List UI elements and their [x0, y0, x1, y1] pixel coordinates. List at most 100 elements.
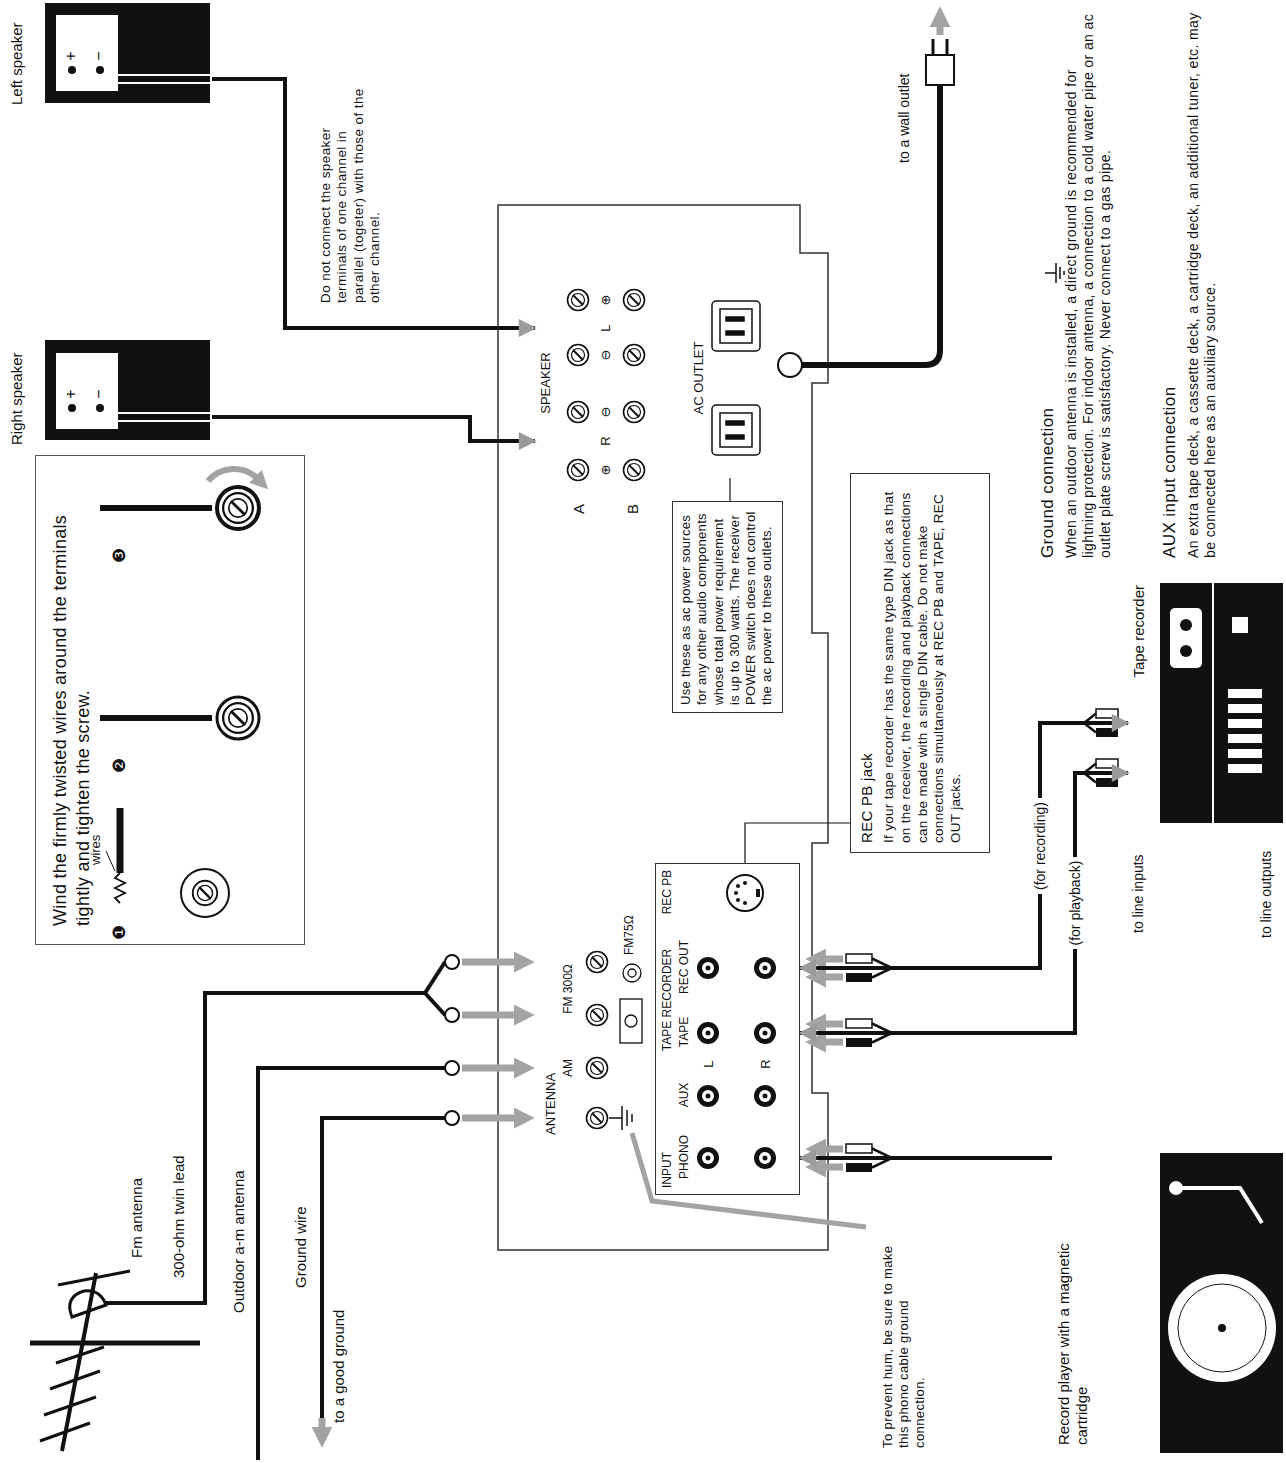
ac-outlet-block: AC OUTLET [688, 278, 768, 478]
wiring-steps [115, 873, 125, 903]
rca-plug [1096, 728, 1118, 737]
terminal-label: ANTENNA [543, 1055, 559, 1135]
terminal-label: L [701, 1057, 717, 1071]
fm-antenna [70, 1291, 106, 1317]
insert-arrow [822, 1021, 843, 1028]
ac-outlet-socket [712, 301, 760, 351]
terminal-label: ⊕ [598, 463, 614, 477]
terminal-label: ⊖ [598, 405, 614, 419]
insert-arrow [822, 1039, 843, 1046]
fm-antenna [30, 1271, 200, 1451]
insert-arrow [322, 23, 940, 1431]
note-heading: Wind the firmly twisted wires around the… [49, 474, 94, 926]
annotation: 300-ohm twin lead [170, 1128, 188, 1278]
terminal-label: Right speaker [8, 337, 26, 445]
ac-outlet-socket [712, 301, 760, 455]
wiring-steps [181, 869, 229, 917]
rca-jack [697, 1085, 719, 1107]
ground-symbol [1045, 263, 1064, 283]
annotation: An extra tape deck, a cassette deck, a c… [1185, 10, 1219, 558]
leader-line [745, 823, 850, 863]
terminal-label: INPUT [660, 1128, 675, 1188]
terminal-screw [568, 460, 589, 481]
terminal-label: B [624, 501, 642, 517]
din-jack [743, 881, 747, 885]
fm75-connector [620, 964, 642, 1043]
terminal-screw [568, 290, 645, 1129]
leader-line [729, 478, 730, 501]
ground-symbol [609, 1106, 632, 1130]
rca-plug [1096, 759, 1118, 768]
cable-label: (for recording) [1032, 798, 1049, 894]
annotation: Do not connect the speaker terminals of … [318, 88, 384, 303]
wire-lug [445, 1111, 459, 1125]
insert-arrow [822, 956, 843, 963]
tape-recorder-body [1180, 645, 1192, 657]
antenna-terminal-block: ANTENNAAMFM 300ΩFM75Ω [540, 900, 650, 1140]
terminal-screw [587, 1108, 608, 1129]
cable [212, 417, 535, 441]
section-heading: ❷ [110, 753, 131, 773]
annotation: to a wall outlet [896, 23, 913, 163]
ground-symbol [1045, 263, 1064, 283]
din-jack [736, 898, 740, 902]
wire-lug [445, 955, 459, 969]
tape-recorder-body [1160, 583, 1283, 823]
rca-jack [754, 1147, 776, 1169]
antenna-wires [258, 1068, 445, 1460]
terminal-label: − [89, 387, 109, 401]
annotation: wires [88, 815, 104, 865]
insert-arrow [822, 1146, 843, 1153]
rca-jack [697, 1022, 719, 1044]
rca-plug [872, 959, 892, 1168]
insert-arrow [822, 1164, 843, 1171]
terminal-screw [568, 402, 589, 423]
speaker-cabinet [56, 353, 118, 429]
fm75-connector [620, 999, 642, 1043]
wiring-steps [223, 493, 253, 523]
speaker-cabinet [72, 408, 210, 421]
tape-recorder-body [1160, 583, 1283, 823]
insert-arrow [462, 959, 518, 966]
wiring-steps [193, 881, 218, 906]
receiver-rear-panel [498, 205, 828, 1250]
wiring-steps [106, 851, 115, 871]
terminal-label: AM [561, 1053, 576, 1083]
rca-plug [846, 1038, 872, 1047]
input-jack-panel: INPUTTAPE RECORDERPHONOAUXTAPEREC OUTREC… [655, 863, 800, 1195]
speaker-terminal-block: SPEAKERAB⊕R⊖⊖L⊕ [535, 278, 657, 523]
cable [212, 79, 535, 328]
rca-jack [754, 1085, 776, 1107]
fm75-connector [628, 969, 636, 977]
speaker-cabinet [68, 404, 76, 412]
speaker: Left speaker+− [6, 0, 212, 108]
rca-jack [697, 957, 719, 979]
wire-lug [445, 955, 459, 1125]
annotation: to line outputs [1258, 828, 1275, 938]
tape-recorder-body [1170, 608, 1202, 668]
rca-plug [846, 1163, 872, 1172]
section-heading: ❶ [110, 920, 131, 940]
speaker-cabinet [45, 3, 210, 440]
annotation: When an outdoor antenna is installed, a … [1063, 10, 1114, 558]
tape-recorder-body [1212, 583, 1214, 823]
wiring-steps [217, 487, 259, 529]
speaker-cabinet [96, 404, 104, 412]
din-jack [736, 884, 740, 888]
rca-plug [846, 1144, 872, 1153]
terminal-label: REC OUT [677, 930, 692, 1004]
tape-recorder: Tape recorder [1128, 583, 1283, 823]
terminal-label: AC OUTLET [691, 328, 707, 428]
terminal-label: − [89, 49, 109, 63]
rca-jack [754, 957, 776, 979]
power-cord [790, 85, 940, 365]
ac-outlet-socket [726, 331, 744, 335]
fm75-connector [625, 1015, 637, 1027]
din-jack [756, 889, 760, 897]
antenna-wires [106, 962, 445, 1303]
insert-arrow [319, 1418, 326, 1431]
turntable [1169, 1181, 1183, 1195]
speaker-cabinet [96, 66, 104, 74]
terminal-label: TAPE [677, 1007, 692, 1057]
